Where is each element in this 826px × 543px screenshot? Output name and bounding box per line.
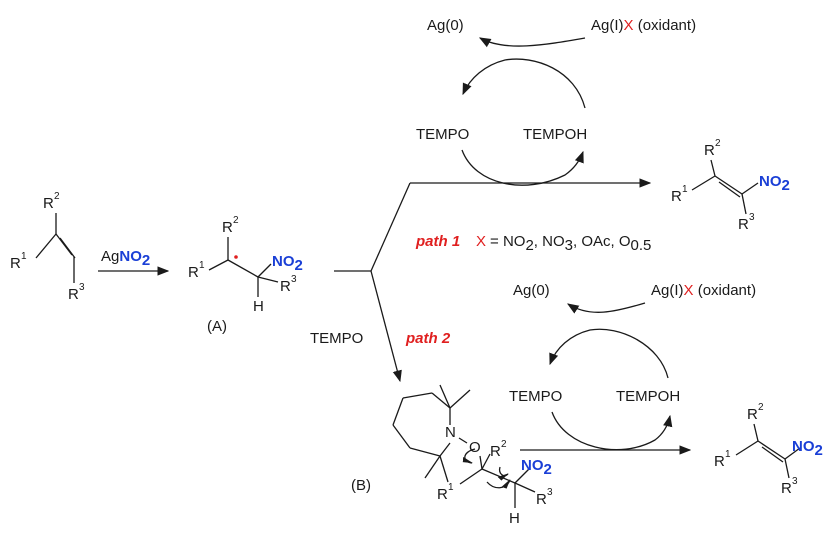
p1-r2: R [704, 142, 715, 159]
a-r2: R [222, 219, 233, 236]
b-no2: NO2 [521, 457, 552, 478]
p1-no2: NO2 [759, 173, 790, 194]
b-h: H [509, 510, 520, 527]
svg-text:1: 1 [199, 260, 205, 271]
alkene-r2: R [43, 195, 54, 212]
svg-text:1: 1 [682, 184, 688, 195]
b-r1: R [437, 486, 448, 503]
alkene-r3-sup: 3 [79, 282, 85, 293]
svg-text:3: 3 [547, 487, 553, 498]
top-agi-oxidant: Ag(I)X (oxidant) [591, 17, 696, 34]
label-a: (A) [207, 318, 227, 335]
agno2-reagent: AgNO2 [101, 248, 150, 269]
nitroalkene-product-bottom: R 2 R 1 NO2 R 3 [714, 402, 823, 497]
tempo-reagent: TEMPO [310, 330, 363, 347]
p1-r3: R [738, 216, 749, 233]
nitroalkene-product-top: R 2 R 1 NO2 R 3 [671, 138, 790, 233]
a-no2: NO2 [272, 253, 303, 274]
svg-text:2: 2 [233, 215, 239, 226]
b-r3: R [536, 491, 547, 508]
path-2-label: path 2 [405, 330, 451, 347]
top-tempo: TEMPO [416, 126, 469, 143]
b-nitrogen: N [445, 424, 456, 441]
b-r2: R [490, 443, 501, 460]
top-tempoh: TEMPOH [523, 126, 587, 143]
top-ag0: Ag(0) [427, 17, 464, 34]
alkene-r3: R [68, 286, 79, 303]
tempo-adduct-b: N O R 2 R 1 NO2 R 3 H (B) [351, 384, 553, 527]
a-r1: R [188, 264, 199, 281]
x-definition: X= NO2, NO3, OAc, O0.5 [476, 233, 651, 254]
p1-r1: R [671, 188, 682, 205]
p2-no2: NO2 [792, 438, 823, 459]
radical-intermediate-a: R 2 R 1 NO2 R 3 H (A) [188, 215, 303, 335]
bottom-tempoh: TEMPOH [616, 388, 680, 405]
starting-alkene: R 2 R 1 R 3 [10, 191, 85, 303]
bottom-tempo: TEMPO [509, 388, 562, 405]
branch-lines [334, 178, 652, 383]
svg-text:2: 2 [758, 402, 764, 413]
svg-text:2: 2 [501, 439, 507, 450]
svg-text:3: 3 [792, 476, 798, 487]
catalytic-cycle-bottom: Ag(0) Ag(I)X (oxidant) TEMPO TEMPOH [509, 282, 756, 451]
p2-r2: R [747, 406, 758, 423]
svg-text:1: 1 [448, 482, 454, 493]
svg-text:3: 3 [291, 274, 297, 285]
svg-text:2: 2 [715, 138, 721, 149]
alkene-r1: R [10, 255, 21, 272]
label-b: (B) [351, 477, 371, 494]
catalytic-cycle-top: Ag(0) Ag(I)X (oxidant) TEMPO TEMPOH [416, 17, 696, 186]
alkene-r2-sup: 2 [54, 191, 60, 202]
bottom-ag0: Ag(0) [513, 282, 550, 299]
a-r3: R [280, 278, 291, 295]
path-1-label: path 1 [415, 233, 460, 250]
svg-text:1: 1 [725, 449, 731, 460]
radical-dot [234, 255, 238, 259]
a-h: H [253, 298, 264, 315]
bottom-agi-oxidant: Ag(I)X (oxidant) [651, 282, 756, 299]
svg-text:3: 3 [749, 212, 755, 223]
p2-r1: R [714, 453, 725, 470]
b-oxygen: O [469, 439, 481, 456]
agno2-step: AgNO2 [98, 248, 170, 276]
p2-r3: R [781, 480, 792, 497]
alkene-r1-sup: 1 [21, 251, 27, 262]
